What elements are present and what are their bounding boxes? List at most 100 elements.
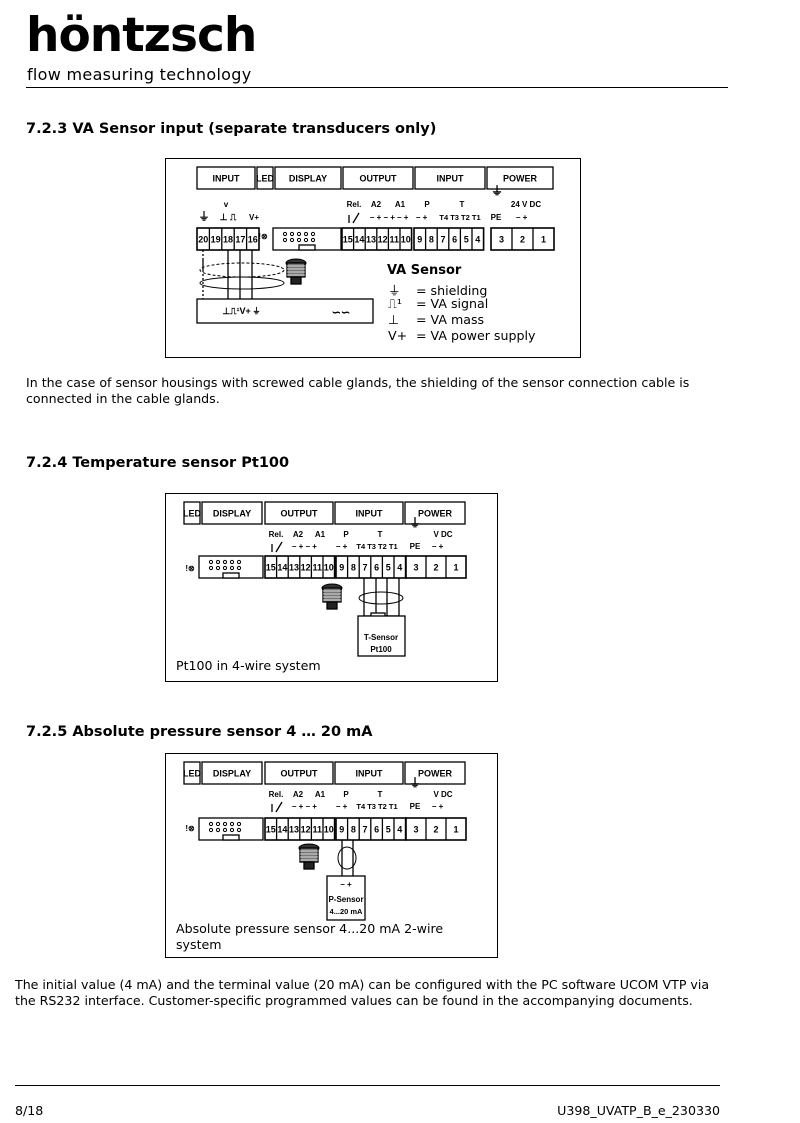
signal-pulse-icon: ⎍¹ bbox=[388, 296, 402, 311]
display-pin bbox=[229, 559, 235, 565]
display-pin bbox=[222, 827, 228, 833]
va-sensor-box bbox=[196, 298, 374, 324]
cable-bundle-ellipse bbox=[358, 591, 404, 605]
label-display: DISPLAY bbox=[289, 174, 327, 184]
terminal-19: 19 bbox=[211, 235, 221, 245]
terminal-2: 2 bbox=[433, 563, 438, 573]
display-pin bbox=[215, 827, 221, 833]
va-sensor-note: In the case of sensor housings with scre… bbox=[26, 375, 690, 406]
display-pin bbox=[222, 821, 228, 827]
terminal-15: 15 bbox=[266, 563, 276, 573]
display-pin bbox=[229, 821, 235, 827]
terminal-13: 13 bbox=[289, 563, 299, 573]
display-pin bbox=[236, 559, 242, 565]
terminal-18: 18 bbox=[223, 235, 233, 245]
label-output: OUTPUT bbox=[281, 509, 319, 519]
label-p-sensor: P-Sensor bbox=[328, 895, 363, 904]
terminal-5: 5 bbox=[386, 563, 391, 573]
label-led: LED bbox=[183, 509, 202, 519]
fuse-symbol: !⊗ bbox=[185, 564, 195, 573]
terminal-11: 11 bbox=[312, 563, 322, 573]
terminal-4: 4 bbox=[397, 563, 402, 573]
document-id: U398_UVATP_B_e_230330 bbox=[557, 1103, 720, 1118]
label-t-channels: T4 T3 T2 T1 bbox=[439, 213, 480, 222]
protective-earth-icon: ⏚ bbox=[409, 776, 421, 790]
va-legend-mass: ⊥= VA mass bbox=[388, 312, 485, 327]
display-pin bbox=[303, 231, 309, 237]
va-legend-shielding: ⏚= shielding bbox=[388, 280, 487, 299]
display-pin bbox=[236, 827, 242, 833]
cable-gland-nut bbox=[290, 276, 302, 285]
label-display: DISPLAY bbox=[213, 769, 251, 779]
display-pin bbox=[310, 231, 316, 237]
label-input-box bbox=[334, 761, 404, 785]
terminal-16: 16 bbox=[248, 235, 258, 245]
terminal-12: 12 bbox=[378, 235, 388, 245]
label-a2: A2 bbox=[371, 200, 382, 209]
company-tagline: flow measuring technology bbox=[27, 65, 252, 84]
terminal-1: 1 bbox=[541, 235, 546, 245]
display-pin bbox=[208, 821, 214, 827]
terminal-11: 11 bbox=[389, 235, 399, 245]
label-pt100: Pt100 bbox=[370, 645, 392, 654]
terminal-4: 4 bbox=[397, 825, 402, 835]
terminal-1: 1 bbox=[453, 563, 458, 573]
label-p-range: 4...20 mA bbox=[330, 907, 364, 916]
terminal-11: 11 bbox=[312, 825, 322, 835]
fuse-symbol: !⊗ bbox=[185, 824, 195, 833]
label-led: LED bbox=[183, 769, 202, 779]
terminal-20: 20 bbox=[198, 235, 208, 245]
va-sensor-wave-icon: ∽∽ bbox=[332, 307, 350, 319]
label-pm-output: – + – + – + bbox=[370, 213, 409, 222]
cable-bundle-ellipse bbox=[199, 276, 285, 290]
label-rel: Rel. bbox=[347, 200, 362, 209]
label-v: v bbox=[224, 200, 229, 209]
label-display: DISPLAY bbox=[213, 509, 251, 519]
label-pm-output: – + – + bbox=[292, 802, 317, 811]
shielding-icon: ⏚ bbox=[199, 210, 210, 223]
cable-gland-nut bbox=[303, 861, 315, 870]
cable-shield-ellipse bbox=[199, 262, 285, 278]
label-pm-power: – + bbox=[516, 213, 528, 222]
section-heading-pressure: 7.2.5 Absolute pressure sensor 4 … 20 mA bbox=[26, 724, 373, 740]
terminal-6: 6 bbox=[374, 825, 379, 835]
power-terminals-block bbox=[405, 817, 467, 841]
label-vdc: V DC bbox=[433, 530, 452, 539]
vplus-symbol: V+ bbox=[388, 328, 408, 343]
display-pin bbox=[222, 565, 228, 571]
display-latch bbox=[222, 572, 240, 579]
display-pin bbox=[215, 821, 221, 827]
label-output: OUTPUT bbox=[360, 174, 398, 184]
header-divider bbox=[26, 87, 728, 88]
label-input: INPUT bbox=[437, 174, 465, 184]
terminal-3: 3 bbox=[413, 825, 418, 835]
terminal-9: 9 bbox=[339, 563, 344, 573]
label-led: LED bbox=[256, 174, 275, 184]
display-pin bbox=[236, 565, 242, 571]
power-terminals-block bbox=[405, 555, 467, 579]
label-p: P bbox=[424, 200, 430, 209]
display-pin bbox=[236, 821, 242, 827]
label-a1: A1 bbox=[315, 530, 326, 539]
label-led-box bbox=[183, 501, 201, 525]
terminal-15: 15 bbox=[343, 235, 353, 245]
display-latch bbox=[222, 834, 240, 841]
footer-divider bbox=[15, 1085, 720, 1086]
relay-switch bbox=[275, 801, 283, 813]
label-t-channels: T4 T3 T2 T1 bbox=[356, 542, 397, 551]
ground-signal-icons: ⊥ ⎍ bbox=[220, 212, 237, 222]
display-pin bbox=[229, 827, 235, 833]
label-output-box bbox=[264, 761, 334, 785]
label-input-va-box bbox=[196, 166, 256, 190]
label-pe: PE bbox=[410, 802, 421, 811]
terminal-7: 7 bbox=[362, 563, 367, 573]
cable-gland-nut bbox=[326, 601, 338, 610]
label-a2: A2 bbox=[293, 790, 304, 799]
terminal-7: 7 bbox=[362, 825, 367, 835]
label-a1: A1 bbox=[395, 200, 406, 209]
fuse-symbol: !⊗ bbox=[258, 232, 268, 241]
terminal-7: 7 bbox=[440, 235, 445, 245]
terminal-14: 14 bbox=[277, 825, 287, 835]
